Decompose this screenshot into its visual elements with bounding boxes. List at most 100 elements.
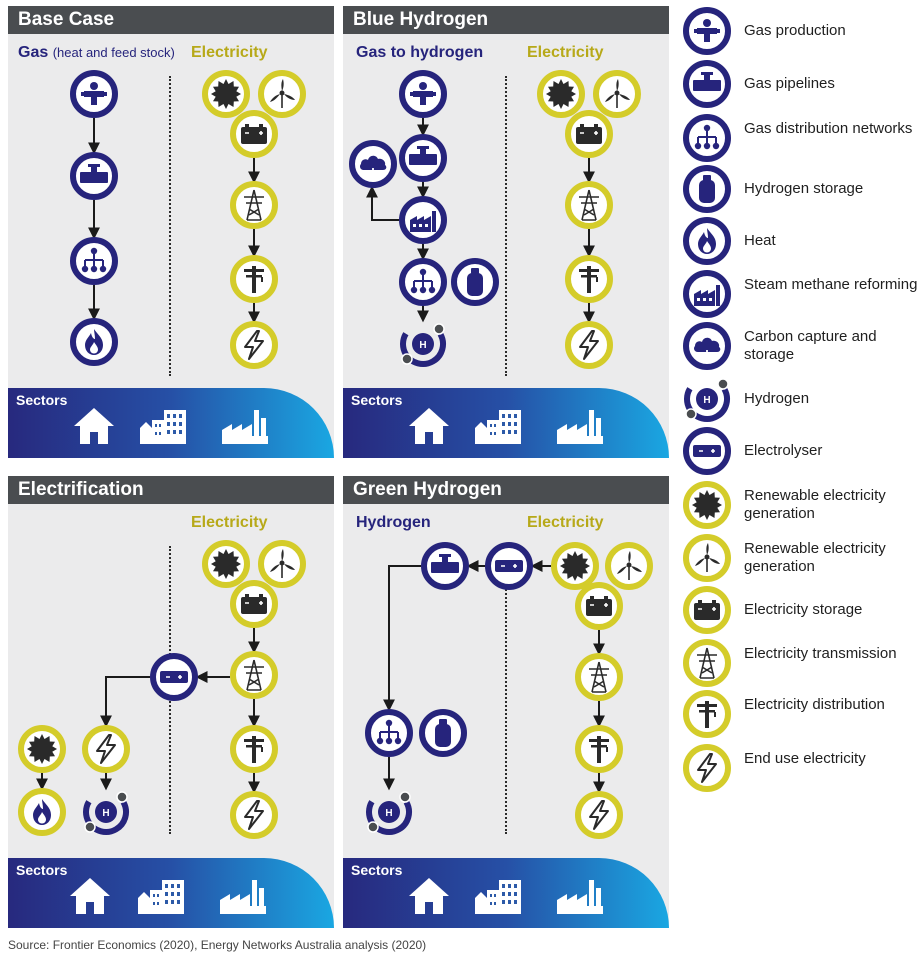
- gas-column-label: Gas (heat and feed stock): [18, 44, 175, 62]
- gas-column-label: Gas to hydrogen: [356, 44, 484, 61]
- commercial-buildings-icon: [475, 876, 525, 916]
- battery-icon: [575, 582, 623, 630]
- flame-icon: [70, 318, 118, 366]
- legend-item: Electrolyser: [683, 427, 923, 475]
- sectors-band: Sectors: [8, 858, 334, 928]
- hydrogen-icon: [683, 375, 731, 423]
- cloud-icon: [349, 140, 397, 188]
- column-divider: [505, 76, 507, 376]
- house-icon: [407, 406, 451, 446]
- lightning-icon: [230, 791, 278, 839]
- legend-item: Gas pipelines: [683, 60, 923, 108]
- panel-electrification: Electrification Electricity Sectors: [8, 476, 334, 928]
- electricity-column-label: Electricity: [191, 44, 268, 61]
- factory-icon: [683, 270, 731, 318]
- electricity-column-label: Electricity: [527, 514, 604, 531]
- hydrogen-icon: [82, 788, 130, 836]
- legend-label: End use electricity: [744, 750, 866, 767]
- transmission-tower-icon: [565, 181, 613, 229]
- wind-turbine-icon: [605, 542, 653, 590]
- legend-label: Electricity distribution: [744, 696, 885, 713]
- sun-icon: [18, 725, 66, 773]
- sectors-label: Sectors: [351, 392, 403, 408]
- sun-icon: [537, 70, 585, 118]
- industry-icon: [220, 406, 270, 446]
- sectors-band: Sectors: [8, 388, 334, 458]
- battery-icon: [683, 586, 731, 634]
- gas-pipeline-icon: [683, 60, 731, 108]
- distribution-network-icon: [70, 237, 118, 285]
- lightning-icon: [565, 321, 613, 369]
- legend-item: Electricity storage: [683, 586, 923, 634]
- legend-item: Carbon capture and storage: [683, 322, 923, 370]
- house-icon: [68, 876, 112, 916]
- legend-label: Heat: [744, 232, 776, 249]
- legend-item: Electricity distribution: [683, 690, 923, 738]
- transmission-tower-icon: [683, 639, 731, 687]
- sun-icon: [551, 542, 599, 590]
- battery-icon: [230, 580, 278, 628]
- panel-title: Electrification: [8, 476, 334, 504]
- legend-item: Electricity transmission: [683, 639, 923, 687]
- panel-base-case: Base Case Gas (heat and feed stock) Elec…: [8, 6, 334, 458]
- wind-turbine-icon: [258, 540, 306, 588]
- source-note: Source: Frontier Economics (2020), Energ…: [8, 938, 427, 952]
- lightning-icon: [82, 725, 130, 773]
- legend-label: Electrolyser: [744, 442, 823, 459]
- legend-label: Renewable electricity generation: [744, 487, 886, 522]
- industry-icon: [555, 876, 605, 916]
- legend-label: Gas distribution networks: [744, 120, 913, 137]
- legend-item: Heat: [683, 217, 923, 265]
- transmission-tower-icon: [230, 181, 278, 229]
- sun-icon: [683, 481, 731, 529]
- legend-item: Hydrogen storage: [683, 165, 923, 213]
- gas-label: Gas: [18, 44, 49, 61]
- power-pole-icon: [565, 255, 613, 303]
- legend-label: Hydrogen: [744, 390, 810, 407]
- panel-title: Blue Hydrogen: [343, 6, 669, 34]
- gas-pipeline-icon: [70, 152, 118, 200]
- gas-pipeline-icon: [399, 134, 447, 182]
- sun-icon: [202, 70, 250, 118]
- transmission-tower-icon: [230, 651, 278, 699]
- lightning-icon: [230, 321, 278, 369]
- electricity-column-label: Electricity: [191, 514, 268, 531]
- flame-icon: [683, 217, 731, 265]
- electricity-column-label: Electricity: [527, 44, 604, 61]
- sun-icon: [202, 540, 250, 588]
- panel-title: Base Case: [8, 6, 334, 34]
- legend-label: Steam methane reforming: [744, 276, 918, 293]
- gas-pipeline-icon: [421, 542, 469, 590]
- legend-label: Electricity storage: [744, 601, 863, 618]
- cloud-icon: [683, 322, 731, 370]
- factory-icon: [399, 196, 447, 244]
- hydrogen-icon: [399, 320, 447, 368]
- legend-label: Renewable electricity generation: [744, 540, 886, 575]
- legend-label: Electricity transmission: [744, 645, 897, 662]
- flame-icon: [18, 788, 66, 836]
- hydrogen-storage-icon: [419, 709, 467, 757]
- battery-icon: [230, 110, 278, 158]
- legend-item: End use electricity: [683, 744, 923, 792]
- industry-icon: [218, 876, 268, 916]
- wind-turbine-icon: [593, 70, 641, 118]
- commercial-buildings-icon: [140, 406, 190, 446]
- house-icon: [72, 406, 116, 446]
- lightning-icon: [575, 791, 623, 839]
- panel-blue-hydrogen: Blue Hydrogen Gas to hydrogen Electricit…: [343, 6, 669, 458]
- legend-item: Hydrogen: [683, 375, 923, 423]
- sectors-band: Sectors: [343, 858, 669, 928]
- sectors-band: Sectors: [343, 388, 669, 458]
- gas-production-icon: [399, 70, 447, 118]
- commercial-buildings-icon: [138, 876, 188, 916]
- commercial-buildings-icon: [475, 406, 525, 446]
- gas-production-icon: [683, 7, 731, 55]
- column-divider: [505, 546, 507, 834]
- battery-icon: [565, 110, 613, 158]
- gas-production-icon: [70, 70, 118, 118]
- legend-item: Gas distribution networks: [683, 114, 923, 162]
- electrolyser-icon: [485, 542, 533, 590]
- sectors-label: Sectors: [16, 392, 68, 408]
- legend-label: Hydrogen storage: [744, 180, 864, 197]
- transmission-tower-icon: [575, 653, 623, 701]
